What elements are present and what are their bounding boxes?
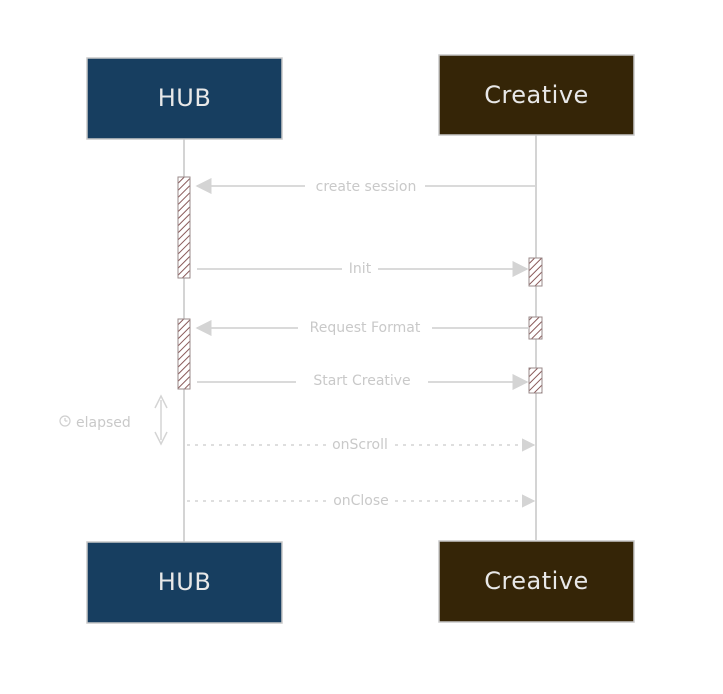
- message-init-label: Init: [349, 261, 372, 277]
- hub-box-bottom-label: HUB: [158, 568, 212, 596]
- hub-box-bottom: HUB: [86, 541, 283, 624]
- message-on-close-label-bg: [328, 491, 394, 511]
- elapsed-note-label: elapsed: [76, 415, 131, 431]
- creative-box-top-rect: [438, 54, 635, 136]
- message-init-label-bg: [342, 259, 378, 279]
- elapsed-note: elapsed: [59, 394, 168, 446]
- message-create-session-label: create session: [316, 179, 417, 195]
- message-request-format-label: Request Format: [310, 320, 421, 336]
- message-on-scroll-label-bg: [326, 435, 394, 455]
- hub-box-bottom-rect: [86, 541, 283, 624]
- message-on-scroll: onScroll: [187, 435, 536, 455]
- hub-box-top-label: HUB: [158, 84, 212, 112]
- creative-activation-3: [528, 367, 543, 394]
- message-create-session: create session: [195, 176, 535, 196]
- message-start-creative-label-bg: [296, 371, 428, 391]
- message-create-session-label-bg: [305, 176, 425, 196]
- hub-activation-2: [177, 318, 191, 390]
- creative-activation-1: [528, 257, 543, 287]
- message-request-format: Request Format: [195, 318, 529, 338]
- message-on-close-label: onClose: [333, 493, 389, 509]
- hub-activation-1: [177, 176, 191, 279]
- creative-box-bottom-rect: [438, 540, 635, 623]
- message-start-creative: Start Creative: [197, 371, 529, 391]
- message-init: Init: [197, 259, 529, 279]
- message-start-creative-label: Start Creative: [313, 373, 410, 389]
- message-on-close: onClose: [187, 491, 536, 511]
- message-on-scroll-label: onScroll: [332, 437, 388, 453]
- hub-box-top: HUB: [86, 57, 283, 140]
- creative-box-bottom-label: Creative: [484, 567, 589, 595]
- message-request-format-label-bg: [298, 318, 432, 338]
- elapsed-double-arrow-icon: [154, 394, 168, 446]
- creative-activation-2: [528, 316, 543, 340]
- clock-icon: [59, 415, 71, 427]
- creative-box-top-label: Creative: [484, 81, 589, 109]
- hub-box-top-rect: [86, 57, 283, 140]
- creative-box-top: Creative: [438, 54, 635, 136]
- creative-box-bottom: Creative: [438, 540, 635, 623]
